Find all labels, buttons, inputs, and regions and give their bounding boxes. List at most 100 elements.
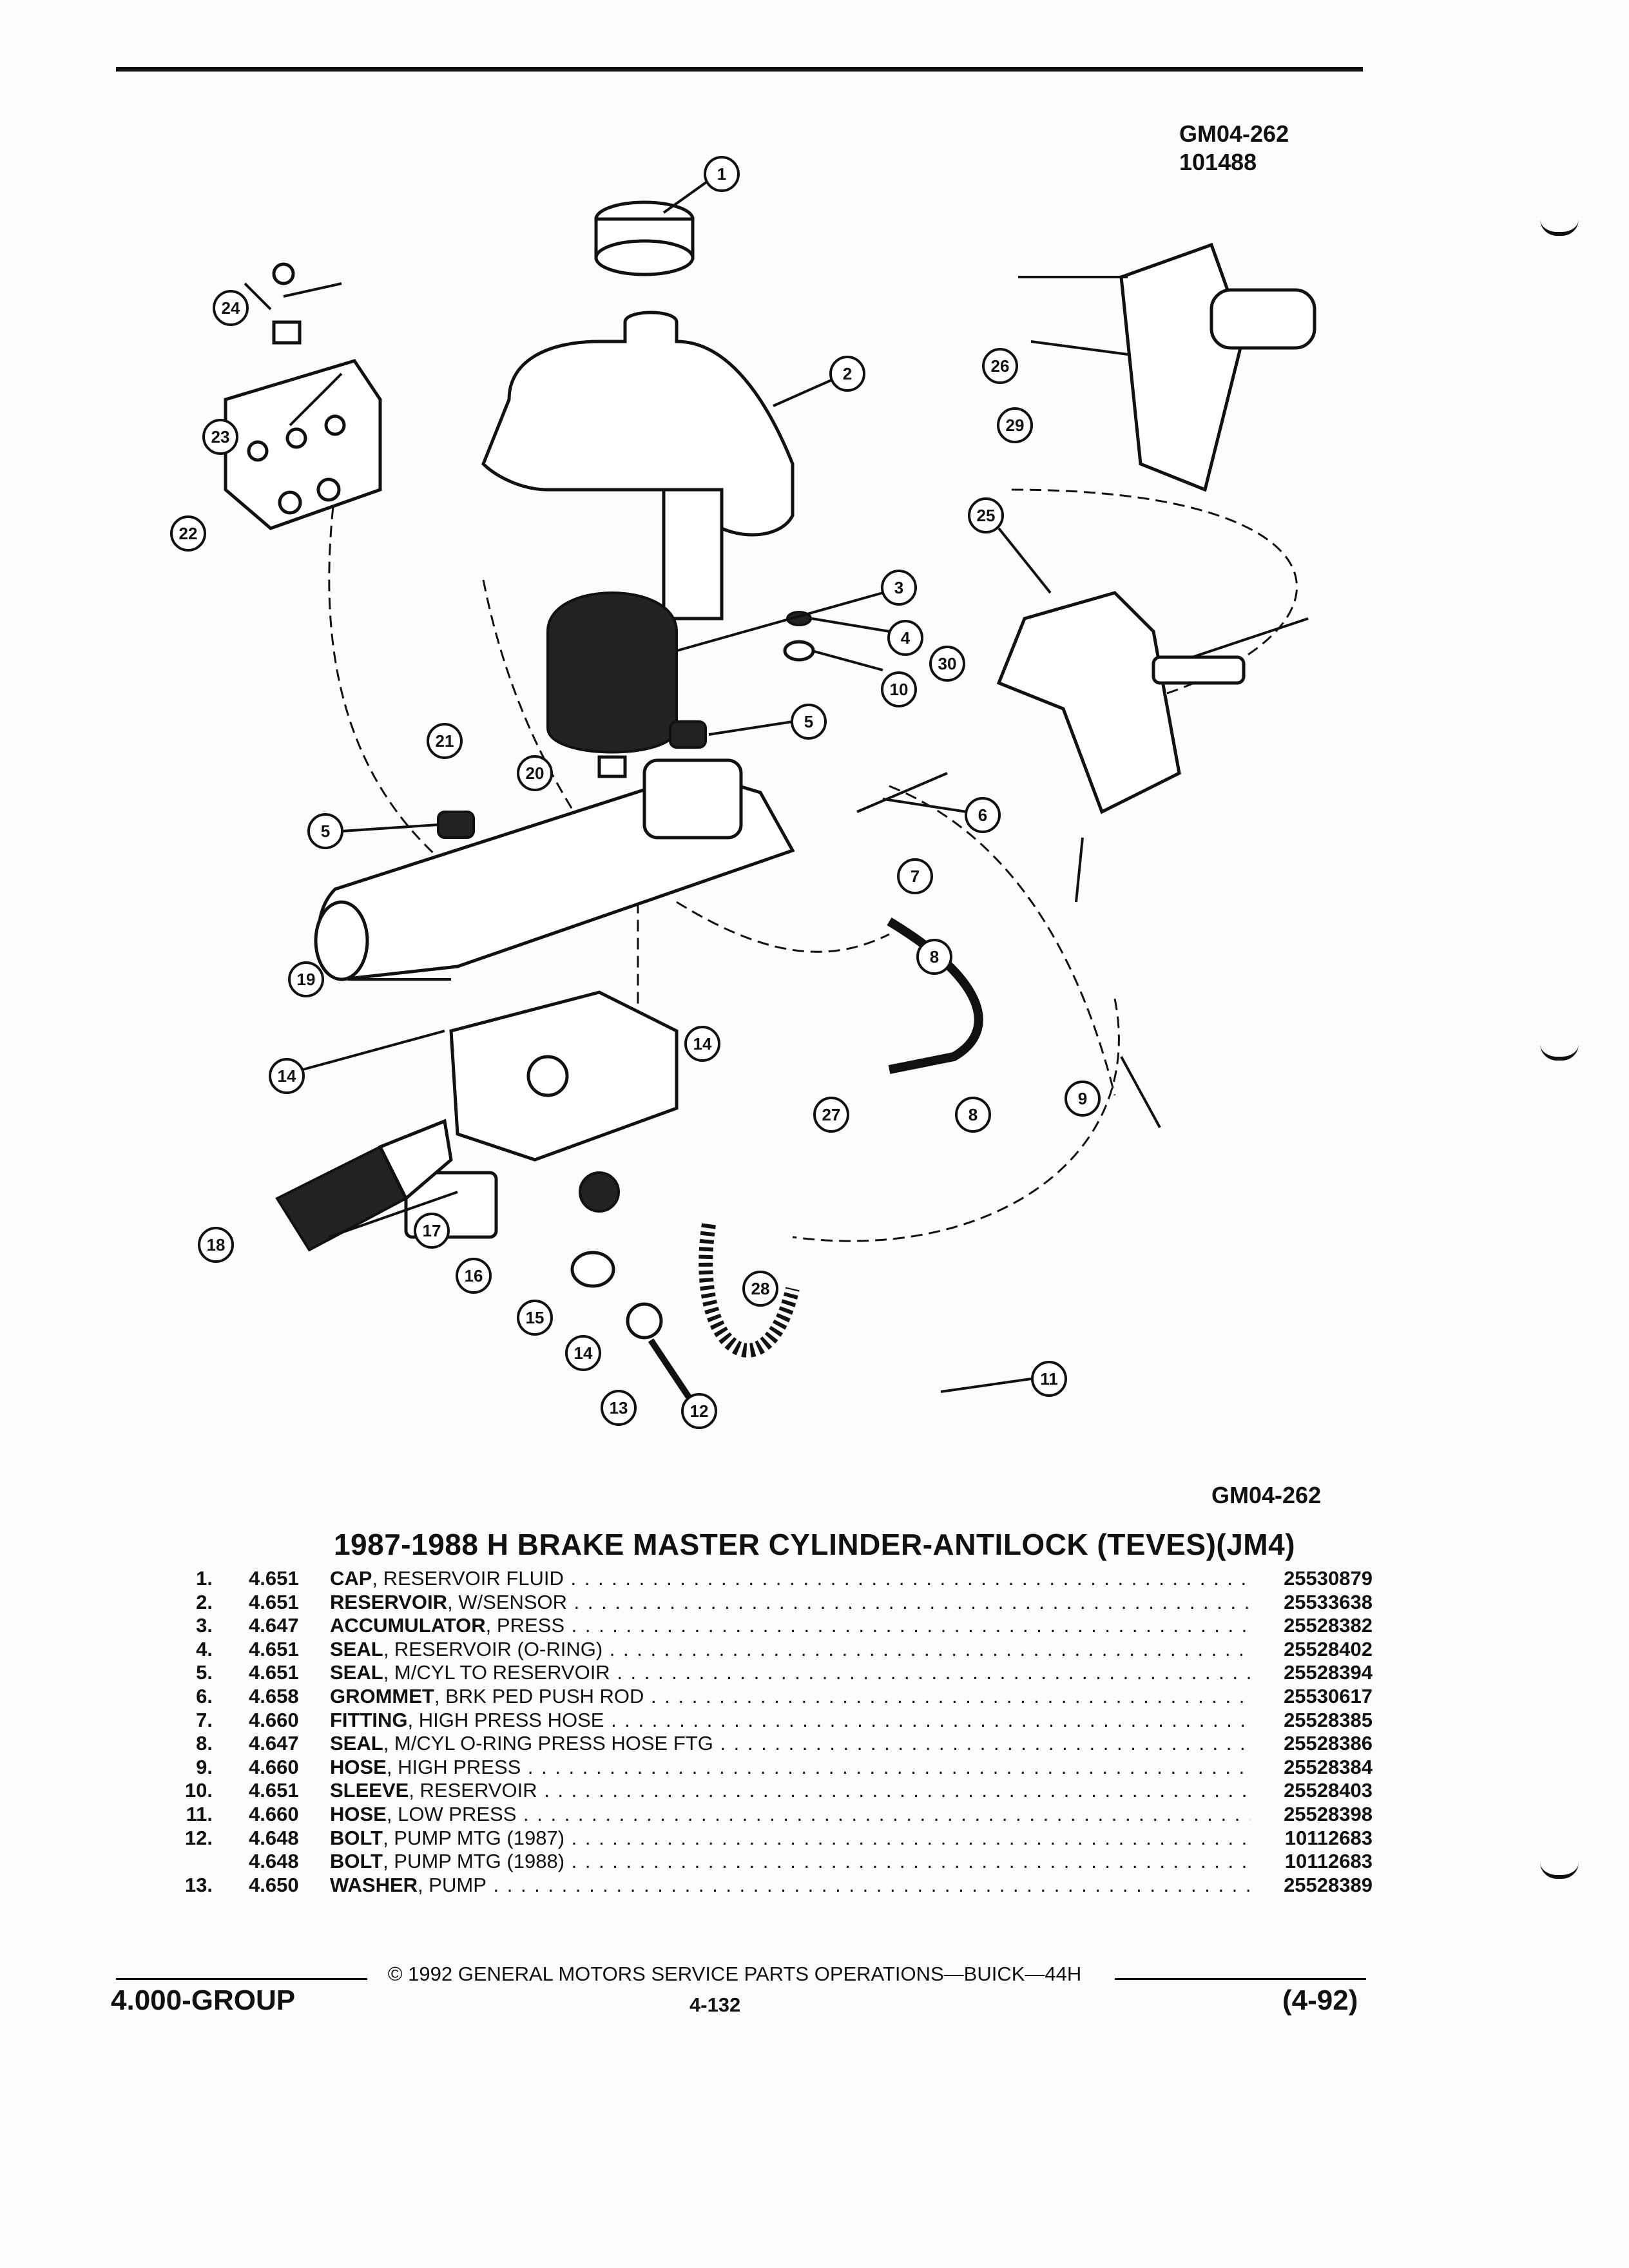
- part-description: SEAL, M/CYL TO RESERVOIR: [330, 1661, 1250, 1685]
- part-description: RESERVOIR, W/SENSOR: [330, 1591, 1250, 1615]
- svg-text:5: 5: [321, 822, 330, 841]
- part-number: 25528386: [1284, 1732, 1373, 1755]
- svg-text:15: 15: [526, 1308, 545, 1327]
- group-number: 4.651: [249, 1661, 299, 1684]
- callout-21: 21: [427, 723, 463, 759]
- part-qualifier: , PUMP MTG (1988): [383, 1850, 565, 1873]
- callout-6: 6: [965, 797, 1001, 833]
- diagram-code-top: GM04-262: [1179, 120, 1289, 147]
- leader-line: [998, 527, 1052, 594]
- leader-line: [940, 1378, 1032, 1393]
- part-qualifier: , RESERVOIR: [409, 1779, 537, 1802]
- leader-line: [676, 591, 883, 652]
- footer-rule-right: [1115, 1978, 1366, 1980]
- group-number: 4.647: [249, 1614, 299, 1637]
- item-number: 11.: [186, 1802, 213, 1825]
- group-number: 4.651: [249, 1779, 299, 1802]
- svg-text:24: 24: [222, 298, 240, 318]
- callout-8: 8: [955, 1097, 991, 1133]
- part-number: 25528384: [1284, 1755, 1373, 1778]
- diagram-svg: 1 2 3 4 5 5 6 7 8 8 9 10 11 12 13 14 14 …: [170, 156, 1316, 1429]
- item-number: 9.: [196, 1755, 213, 1778]
- callout-30: 30: [929, 646, 965, 682]
- part-number: 25528403: [1284, 1779, 1373, 1802]
- item-number: 8.: [196, 1732, 213, 1755]
- svg-text:30: 30: [938, 654, 957, 673]
- callout-13: 13: [601, 1390, 637, 1426]
- callout-7: 7: [897, 858, 933, 894]
- assembly-line: [1011, 488, 1298, 710]
- binding-mark: [1540, 219, 1579, 236]
- callout-23: 23: [202, 419, 238, 455]
- svg-text:6: 6: [978, 805, 987, 825]
- group-number: 4.660: [249, 1755, 299, 1778]
- callout-14: 14: [269, 1058, 305, 1094]
- part-qualifier: , LOW PRESS: [386, 1802, 517, 1825]
- callout-19: 19: [288, 961, 324, 997]
- item-number: 2.: [196, 1590, 213, 1613]
- part-name: CAP: [330, 1567, 372, 1590]
- leader-line: [328, 1191, 458, 1238]
- svg-text:20: 20: [526, 764, 545, 783]
- fluid-reservoir: [481, 311, 795, 537]
- part-name: FITTING: [330, 1708, 408, 1731]
- svg-text:2: 2: [843, 364, 852, 383]
- part-number: 25533638: [1284, 1590, 1373, 1613]
- part-name: BOLT: [330, 1826, 383, 1849]
- part-description: SEAL, RESERVOIR (O-RING): [330, 1638, 1250, 1662]
- leader-line: [708, 720, 793, 736]
- part-qualifier: , BRK PED PUSH ROD: [434, 1684, 644, 1707]
- svg-text:8: 8: [930, 947, 939, 966]
- part-qualifier: , M/CYL TO RESERVOIR: [383, 1661, 610, 1684]
- group-number: 4.651: [249, 1637, 299, 1660]
- part-description: FITTING, HIGH PRESS HOSE: [330, 1709, 1250, 1733]
- pump-assembly: [449, 990, 679, 1162]
- page-number: 4-132: [689, 1994, 741, 2016]
- leader-line: [244, 282, 272, 311]
- footer-rule-left: [116, 1978, 367, 1980]
- callout-18: 18: [198, 1227, 234, 1263]
- item-number: 3.: [196, 1614, 213, 1637]
- group-number: 4.660: [249, 1802, 299, 1825]
- part-name: HOSE: [330, 1755, 387, 1778]
- part-description: HOSE, LOW PRESS: [330, 1803, 1250, 1827]
- part-number: 25528394: [1284, 1661, 1373, 1684]
- part-number: 25528385: [1284, 1708, 1373, 1731]
- callout-1: 1: [704, 156, 740, 192]
- pressure-switch: [275, 1119, 453, 1252]
- pump-bolt: [648, 1338, 693, 1400]
- diagram-number: 101488: [1179, 149, 1257, 175]
- filter: [579, 1171, 620, 1213]
- reservoir-cap: [594, 200, 695, 276]
- leader-line: [289, 372, 343, 427]
- callout-27: 27: [813, 1097, 849, 1133]
- part-qualifier: , HIGH PRESS HOSE: [407, 1708, 604, 1731]
- part-number: 25528398: [1284, 1802, 1373, 1825]
- callout-17: 17: [414, 1213, 450, 1249]
- part-name: SEAL: [330, 1732, 383, 1755]
- part-description: WASHER, PUMP: [330, 1874, 1250, 1898]
- leader-line: [341, 823, 439, 832]
- part-number: 25528402: [1284, 1637, 1373, 1660]
- part-qualifier: , M/CYL O-RING PRESS HOSE FTG: [383, 1732, 713, 1755]
- leader-line: [1030, 340, 1128, 356]
- leader-line: [882, 798, 967, 813]
- callout-3: 3: [881, 570, 917, 606]
- callout-5: 5: [307, 813, 343, 849]
- low-press-hose: [699, 1223, 800, 1358]
- svg-text:29: 29: [1006, 416, 1025, 435]
- item-number: 4.: [196, 1637, 213, 1660]
- footer-copyright: © 1992 GENERAL MOTORS SERVICE PARTS OPER…: [387, 1963, 1082, 1985]
- callout-12: 12: [681, 1393, 717, 1429]
- svg-text:4: 4: [901, 628, 911, 648]
- part-description: ACCUMULATOR, PRESS: [330, 1614, 1250, 1638]
- svg-text:21: 21: [436, 731, 454, 751]
- bracket: [272, 320, 302, 345]
- part-name: HOSE: [330, 1802, 387, 1825]
